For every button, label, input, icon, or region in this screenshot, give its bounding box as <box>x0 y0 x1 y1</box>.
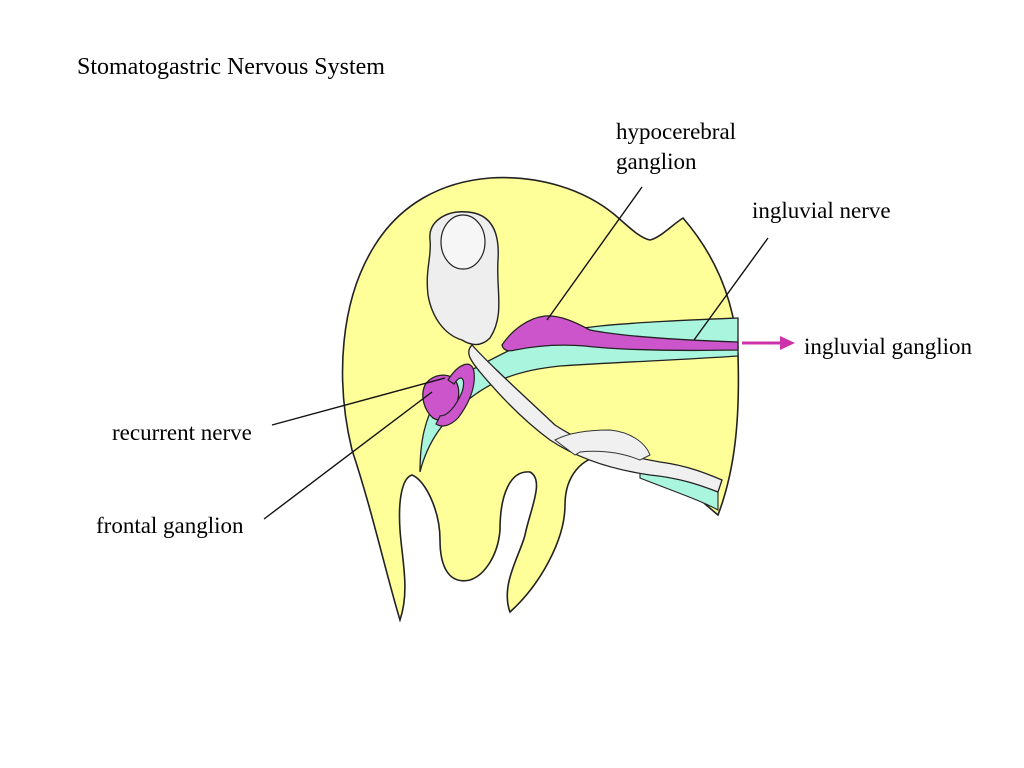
brain-lobe <box>440 214 486 270</box>
nerve-cord <box>468 344 723 493</box>
label-hypocerebral-ganglion: hypocerebral ganglion <box>616 119 737 174</box>
label-ingluvial-ganglion: ingluvial ganglion <box>804 334 973 359</box>
head-capsule <box>341 176 740 623</box>
stomodeal-branch <box>554 429 651 461</box>
pointer-frontal <box>263 391 433 520</box>
recurrent-nerve-loop <box>435 363 475 427</box>
label-recurrent-nerve: recurrent nerve <box>112 420 252 445</box>
pointer-hypocerebral <box>546 186 643 321</box>
label-ingluvial-nerve: ingluvial nerve <box>752 198 891 223</box>
slide-title: Stomatogastric Nervous System <box>77 54 385 80</box>
pointer-recurrent <box>271 377 446 426</box>
ingluvial-ganglion-arrow <box>742 336 795 350</box>
label-frontal-ganglion: frontal ganglion <box>96 513 244 538</box>
pointer-ingluvial-nerve <box>693 237 769 341</box>
